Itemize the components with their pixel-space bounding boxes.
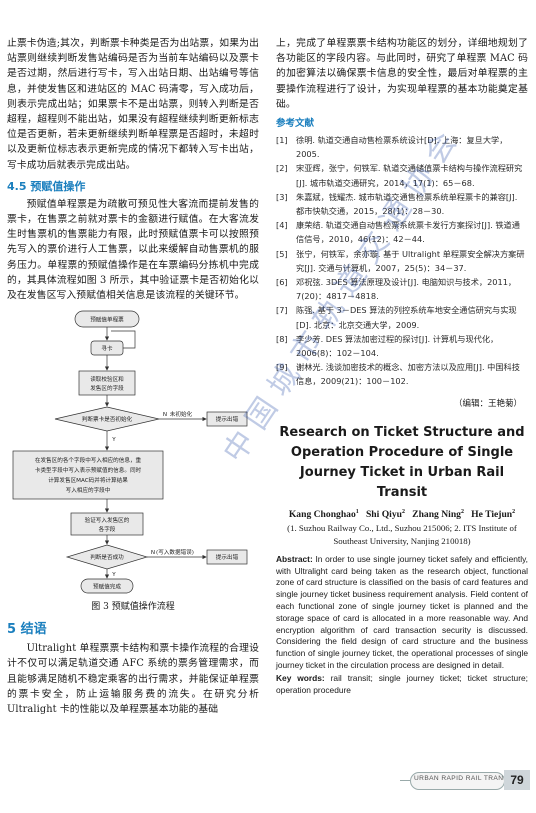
author-affil-mark: 2 <box>401 508 405 515</box>
label-no-1: N <box>163 412 167 418</box>
reference-list: [1]徐明. 轨道交通自动售检票系统设计[D]. 上海：复旦大学，2005. [… <box>276 133 528 389</box>
node-done <box>80 578 134 594</box>
keywords-block: Key words: rail transit; single journey … <box>276 673 528 697</box>
references-heading: 参考文献 <box>276 118 315 130</box>
left-paragraph-3: Ultralight 单程票票卡结构和票卡操作流程的合理设计不仅可以满足轨道交通… <box>7 643 259 716</box>
label-find: 寻卡 <box>101 345 113 353</box>
left-paragraph-1: 止票卡伪造;其次，判断票卡种类是否为出站票，如果为出站票则继续判断发售站编码是否… <box>7 38 259 171</box>
node-write <box>12 450 164 500</box>
page-footer: URBAN RAPID RAIL TRANSIT 79 <box>400 770 536 792</box>
footer-journal-name: URBAN RAPID RAIL TRANSIT <box>414 775 515 782</box>
figure-caption: 图 3 预赋值操作流程 <box>91 602 175 613</box>
label-fail-2: 提示出错 <box>216 553 239 561</box>
section-4-5-heading: 4.5 预赋值操作 <box>7 179 86 193</box>
label-success-question: 判断是否成功 <box>90 553 124 561</box>
abstract-text: In order to use single journey ticket sa… <box>276 553 528 671</box>
label-init-question: 判断票卡是否初始化 <box>82 415 133 423</box>
label-yes-1: Y <box>111 437 116 443</box>
reference-item: [9]谢林光. 浅谈加密技术的概念、加密方法以及应用[J]. 中国科技信息，20… <box>276 362 520 387</box>
section-5-heading: 5 结语 <box>7 622 47 638</box>
author-name: Zhang Ning <box>412 508 461 520</box>
label-no-2: N <box>151 550 155 556</box>
reference-item: [6]邓祝弦. 3DES 算法原理及设计[J]. 电脑知识与技术，2011，7(… <box>276 277 517 302</box>
label-write-2: 卡类型字段中写入表示预赋值的信息。同时 <box>35 466 142 474</box>
author-name: He Tiejun <box>471 508 513 520</box>
author-affil-mark: 1 <box>355 508 359 515</box>
flowchart-figure: 预赋值单程票 寻卡 读取校验区和 发售区的字段 判断票卡是否初始化 未初始化 提… <box>7 309 259 595</box>
node-fail-1 <box>206 411 248 427</box>
label-done: 预赋值完成 <box>93 583 121 591</box>
flowchart-svg: 预赋值单程票 寻卡 读取校验区和 发售区的字段 判断票卡是否初始化 未初始化 提… <box>12 310 248 594</box>
footer-rule <box>400 780 410 781</box>
reference-item: [5]张宁，何铁军，余亦璇. 基于 Ultralight 单程票安全解决方案研究… <box>276 248 525 273</box>
label-write-1: 在发售区的各个字段中写入相应的信息，重 <box>35 456 142 464</box>
label-verify-2: 各字段 <box>99 525 116 533</box>
label-write-fail: (写入数据错误) <box>156 548 194 556</box>
abstract-block: Abstract: In order to use single journey… <box>276 554 528 672</box>
label-read-1: 读取校验区和 <box>90 375 124 383</box>
author-affil-mark: 2 <box>512 508 516 515</box>
author-name: Kang Chonghao <box>288 508 356 520</box>
reference-item: [4]康荣结. 轨道交通自动售检票系统票卡发行方案探讨[J]. 铁道通信信号，2… <box>276 220 520 245</box>
reference-item: [7]陈强. 基于 3－DES 算法的列控系统车地安全通信研究与实现[D]. 北… <box>276 305 517 330</box>
reference-item: [3]朱嘉斌，钱耀杰. 城市轨道交通售检票系统单程票卡的兼容[J]. 都市快轨交… <box>276 191 518 217</box>
label-yes-2: Y <box>111 572 116 578</box>
author-affil-mark: 2 <box>460 508 464 515</box>
english-title: Research on Ticket Structure and Operati… <box>279 424 525 500</box>
left-paragraph-2: 预赋值单程票是为疏散可预见性大客流而提前发售的票卡，在售票之前就对票卡的金额进行… <box>7 198 259 302</box>
label-write-3: 计算发售区MAC码并将计算结果 <box>48 476 128 484</box>
node-fail-2 <box>206 549 248 565</box>
affiliation: (1. Suzhou Railway Co., Ltd., Suzhou 215… <box>287 522 517 546</box>
page-number: 79 <box>504 770 530 790</box>
right-paragraph-1: 上，完成了单程票票卡结构功能区的划分，详细地规划了各功能区的字段内容。与此同时，… <box>276 38 528 110</box>
reference-item: [2]宋亚辉，张宁，何铁军. 轨道交通储值票卡结构与操作流程研究[J]. 城市轨… <box>276 163 523 188</box>
label-read-2: 发售区的字段 <box>90 384 124 392</box>
keywords-text: rail transit; single journey ticket; tic… <box>276 672 528 695</box>
label-write-4: 写入相应的字段中 <box>66 486 111 494</box>
right-column: 上，完成了单程票票卡结构功能区的划分，详细地规划了各功能区的字段内容。与此同时，… <box>276 36 528 696</box>
author-name: Shi Qiyu <box>365 508 402 520</box>
label-start: 预赋值单程票 <box>90 316 124 324</box>
author-list: Kang Chonghao1 Shi Qiyu2 Zhang Ning2 He … <box>276 509 528 520</box>
editor-note: （编辑：王艳菊） <box>453 398 522 409</box>
label-not-init: 未初始化 <box>170 410 193 418</box>
abstract-label: Abstract: <box>276 553 313 564</box>
reference-item: [8]李少芳. DES 算法加密过程的探讨[J]. 计算机与现代化，2006(8… <box>276 333 499 359</box>
label-fail-1: 提示出错 <box>216 415 239 423</box>
keywords-label: Key words: <box>276 672 325 683</box>
label-verify-1: 验证写入发售区的 <box>85 516 130 524</box>
left-column: 止票卡伪造;其次，判断票卡种类是否为出站票，如果为出站票则继续判断发售站编码是否… <box>7 36 259 717</box>
reference-item: [1]徐明. 轨道交通自动售检票系统设计[D]. 上海：复旦大学，2005. <box>276 135 508 160</box>
